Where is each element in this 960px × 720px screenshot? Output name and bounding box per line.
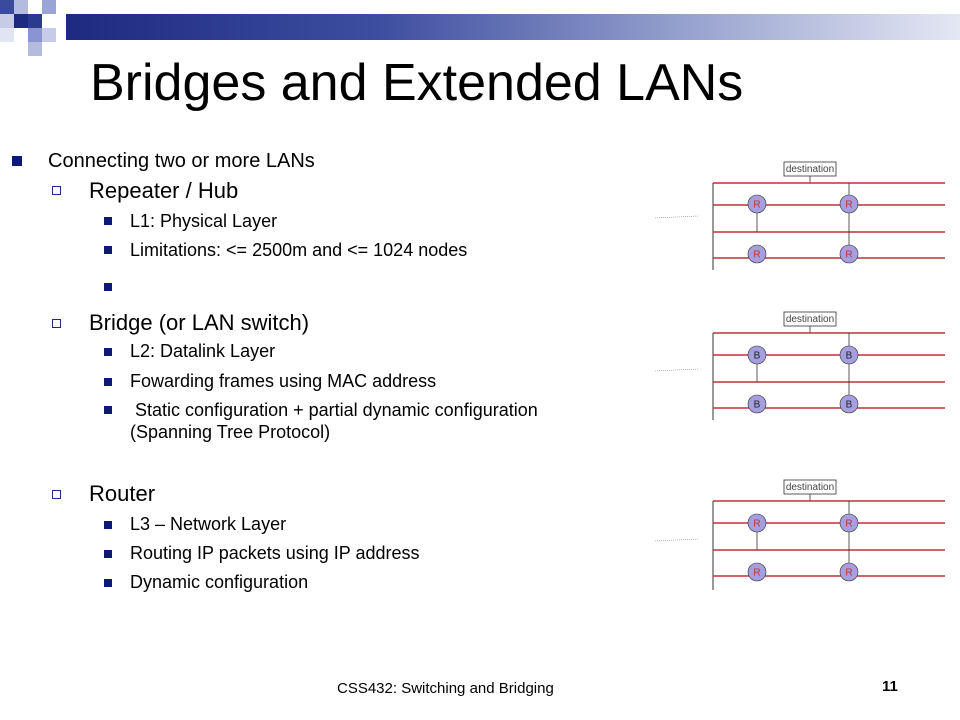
- node-R: R: [747, 562, 767, 582]
- network-diagram-bridge: destination B B B B: [654, 311, 945, 420]
- slide-title: Bridges and Extended LANs: [90, 54, 744, 112]
- network-diagram-router: destination R R R R: [654, 479, 945, 590]
- corner-square: [28, 14, 42, 28]
- bullet-marker: [104, 406, 112, 414]
- section-heading: Router: [89, 481, 156, 506]
- bullet-marker: [104, 579, 112, 587]
- svg-text:B: B: [846, 351, 853, 362]
- svg-text:B: B: [846, 400, 853, 411]
- node-R: R: [839, 194, 859, 214]
- list-item: L1: Physical Layer: [130, 211, 278, 231]
- bullet-marker: [104, 348, 112, 356]
- svg-text:R: R: [845, 250, 852, 261]
- svg-text:R: R: [753, 250, 760, 261]
- corner-square: [0, 28, 14, 42]
- corner-square: [14, 14, 28, 28]
- list-item: Routing IP packets using IP address: [130, 543, 420, 563]
- corner-square: [0, 0, 14, 14]
- list-item: L3 – Network Layer: [130, 514, 287, 534]
- svg-text:R: R: [753, 568, 760, 579]
- corner-square: [0, 14, 14, 28]
- bullet-marker: [104, 217, 112, 225]
- destination-label: destination: [786, 314, 834, 325]
- corner-square: [42, 0, 56, 14]
- node-B: B: [839, 345, 859, 365]
- svg-text:B: B: [754, 351, 761, 362]
- section-heading: Repeater / Hub: [89, 178, 239, 203]
- subheading-marker: [52, 186, 61, 195]
- title-gradient-bar: [66, 14, 960, 40]
- list-item: L2: Datalink Layer: [130, 341, 276, 361]
- node-R: R: [747, 513, 767, 533]
- list-item: Limitations: <= 2500m and <= 1024 nodes: [130, 240, 468, 260]
- node-R: R: [747, 244, 767, 264]
- section-heading: Bridge (or LAN switch): [89, 310, 310, 335]
- corner-square: [42, 28, 56, 42]
- node-R: R: [839, 244, 859, 264]
- bullet-marker: [12, 156, 22, 166]
- bullet-marker: [104, 550, 112, 558]
- svg-text:R: R: [845, 519, 852, 530]
- corner-square: [28, 42, 42, 56]
- subheading-marker: [52, 319, 61, 328]
- node-R: R: [839, 562, 859, 582]
- bullet-list: Connecting two or more LANs Repeater / H…: [12, 150, 543, 592]
- list-item: Fowarding frames using MAC address: [130, 371, 437, 391]
- node-B: B: [747, 345, 767, 365]
- destination-label: destination: [786, 482, 834, 493]
- svg-text:R: R: [845, 200, 852, 211]
- svg-text:R: R: [753, 200, 760, 211]
- node-B: B: [747, 394, 767, 414]
- slide-footer: CSS432: Switching and Bridging: [337, 680, 554, 697]
- list-item: Dynamic configuration: [130, 572, 309, 592]
- network-diagram-repeater: destination R R R R: [654, 161, 945, 270]
- svg-text:R: R: [753, 519, 760, 530]
- bullet-marker: [104, 246, 112, 254]
- main-bullet: Connecting two or more LANs: [48, 150, 315, 172]
- bullet-marker: [104, 378, 112, 386]
- subheading-marker: [52, 490, 61, 499]
- svg-text:B: B: [754, 400, 761, 411]
- node-R: R: [747, 194, 767, 214]
- destination-label: destination: [786, 164, 834, 175]
- node-B: B: [839, 394, 859, 414]
- corner-square: [14, 0, 28, 14]
- node-R: R: [839, 513, 859, 533]
- svg-text:R: R: [845, 568, 852, 579]
- bullet-marker: [104, 521, 112, 529]
- bullet-marker: [104, 283, 112, 291]
- corner-square: [28, 28, 42, 42]
- list-item: Static configuration + partial dynamic c…: [130, 400, 543, 442]
- page-number: 11: [882, 678, 898, 695]
